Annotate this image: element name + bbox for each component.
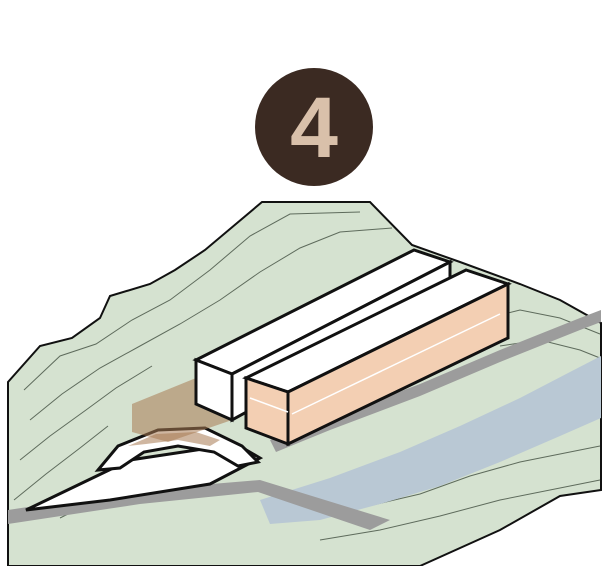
step-number-badge: 4 xyxy=(255,68,373,186)
step-number: 4 xyxy=(290,85,338,171)
